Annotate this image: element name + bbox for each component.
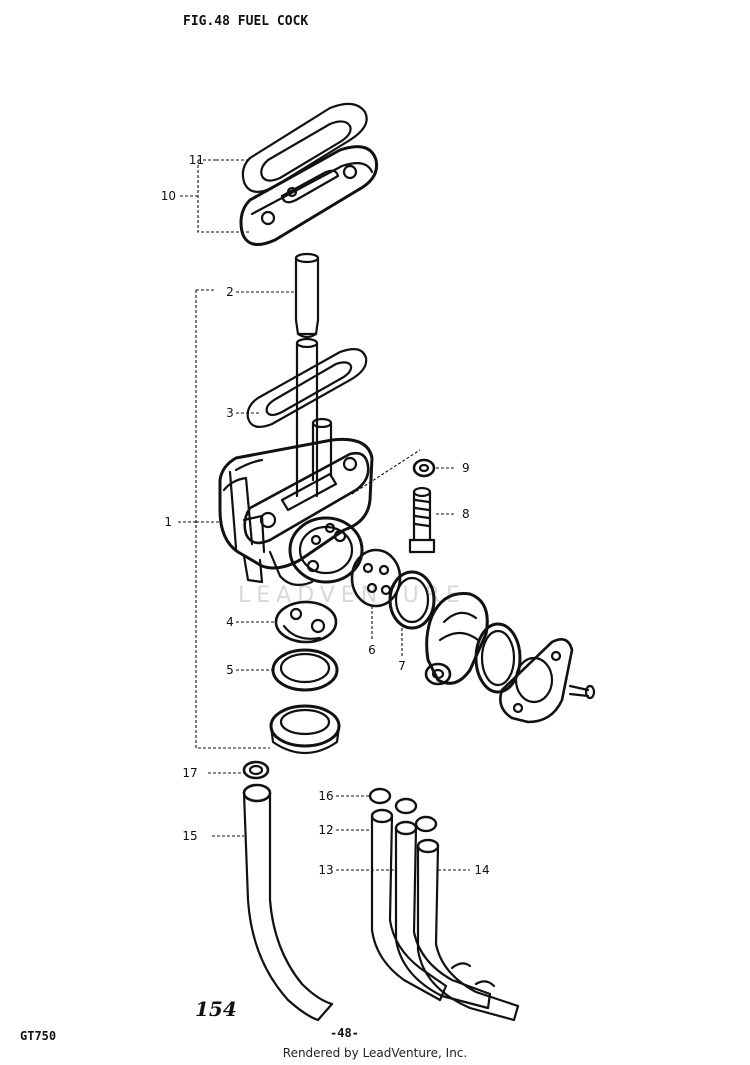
part-7-o-ring — [388, 570, 436, 630]
lever-cap — [269, 704, 341, 754]
callout-4: 4 — [226, 615, 234, 629]
callout-15: 15 — [182, 829, 197, 843]
part-9-washer — [412, 458, 436, 478]
part-12-hose — [370, 808, 448, 1002]
callout-12: 12 — [318, 823, 333, 837]
rear-o-ring — [474, 622, 522, 694]
callout-10: 10 — [161, 189, 176, 203]
part-1-cock-body — [218, 337, 374, 587]
callout-6: 6 — [368, 643, 376, 657]
callout-17: 17 — [182, 766, 197, 780]
watermark-text: LEADVENTURE — [238, 583, 466, 608]
callout-3: 3 — [226, 406, 234, 420]
part-11-gasket — [241, 102, 368, 193]
part-14-hose — [416, 838, 520, 1022]
callout-11: 11 — [189, 153, 204, 167]
callout-9: 9 — [462, 461, 470, 475]
part-2-pipe — [294, 252, 320, 339]
part-5-o-ring — [271, 648, 339, 692]
page-title: FIG.48 FUEL COCK — [183, 14, 309, 29]
bracket-1 — [195, 290, 270, 749]
handwritten-page-number: 154 — [195, 997, 237, 1021]
rear-screw — [568, 684, 596, 700]
callout-1: 1 — [164, 515, 172, 529]
leader-9-aux — [351, 449, 421, 495]
page-number: -48- — [330, 1026, 359, 1040]
rear-mounting-plate — [499, 638, 574, 724]
part-16-clips — [368, 787, 438, 833]
part-13-hose — [394, 820, 492, 1010]
part-4-lever-plate — [274, 600, 338, 644]
part-10-cover-plate — [239, 145, 379, 246]
callout-16: 16 — [318, 789, 333, 803]
part-3-gasket — [246, 347, 368, 429]
fuel-cock-knob-cover — [424, 591, 489, 686]
rendered-by-credit: Rendered by LeadVenture, Inc. — [282, 1046, 468, 1060]
model-label: GT750 — [20, 1029, 57, 1043]
callout-13: 13 — [318, 863, 333, 877]
callout-7: 7 — [398, 659, 406, 673]
part-15-hose — [242, 783, 334, 1022]
callout-2: 2 — [226, 285, 234, 299]
callout-8: 8 — [462, 507, 470, 521]
callout-5: 5 — [226, 663, 234, 677]
part-8-screw — [408, 486, 436, 554]
callout-14: 14 — [474, 863, 489, 877]
bracket-10 — [197, 160, 250, 233]
part-17-clip — [242, 760, 270, 780]
